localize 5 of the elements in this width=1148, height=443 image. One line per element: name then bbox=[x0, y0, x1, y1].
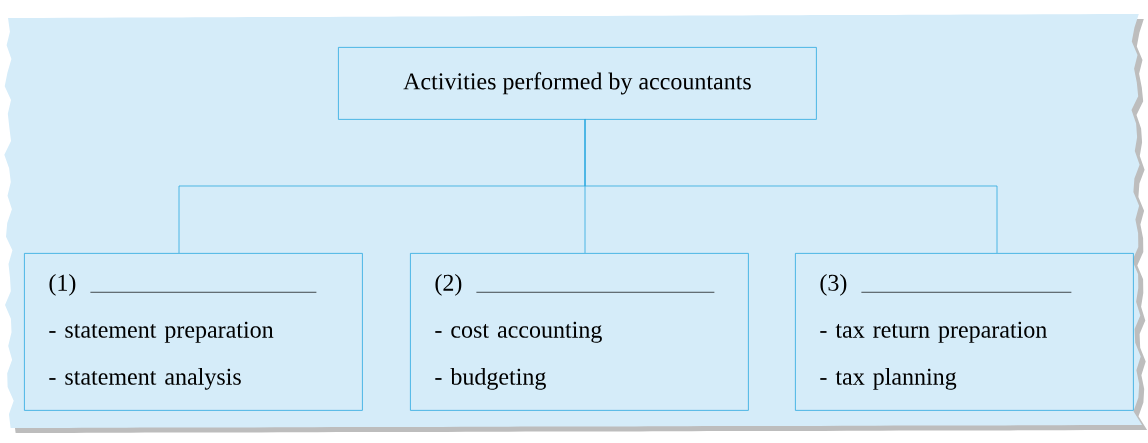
list-box: (1) - statement preparation - statement analysis bbox=[24, 253, 363, 411]
title-box: Activities performed by accountants bbox=[338, 47, 817, 120]
connector-line bbox=[584, 118, 998, 254]
list-box: (2) - cost accounting - budgeting bbox=[410, 253, 749, 411]
list-box: (3) - tax return preparation - tax planning bbox=[795, 253, 1134, 411]
